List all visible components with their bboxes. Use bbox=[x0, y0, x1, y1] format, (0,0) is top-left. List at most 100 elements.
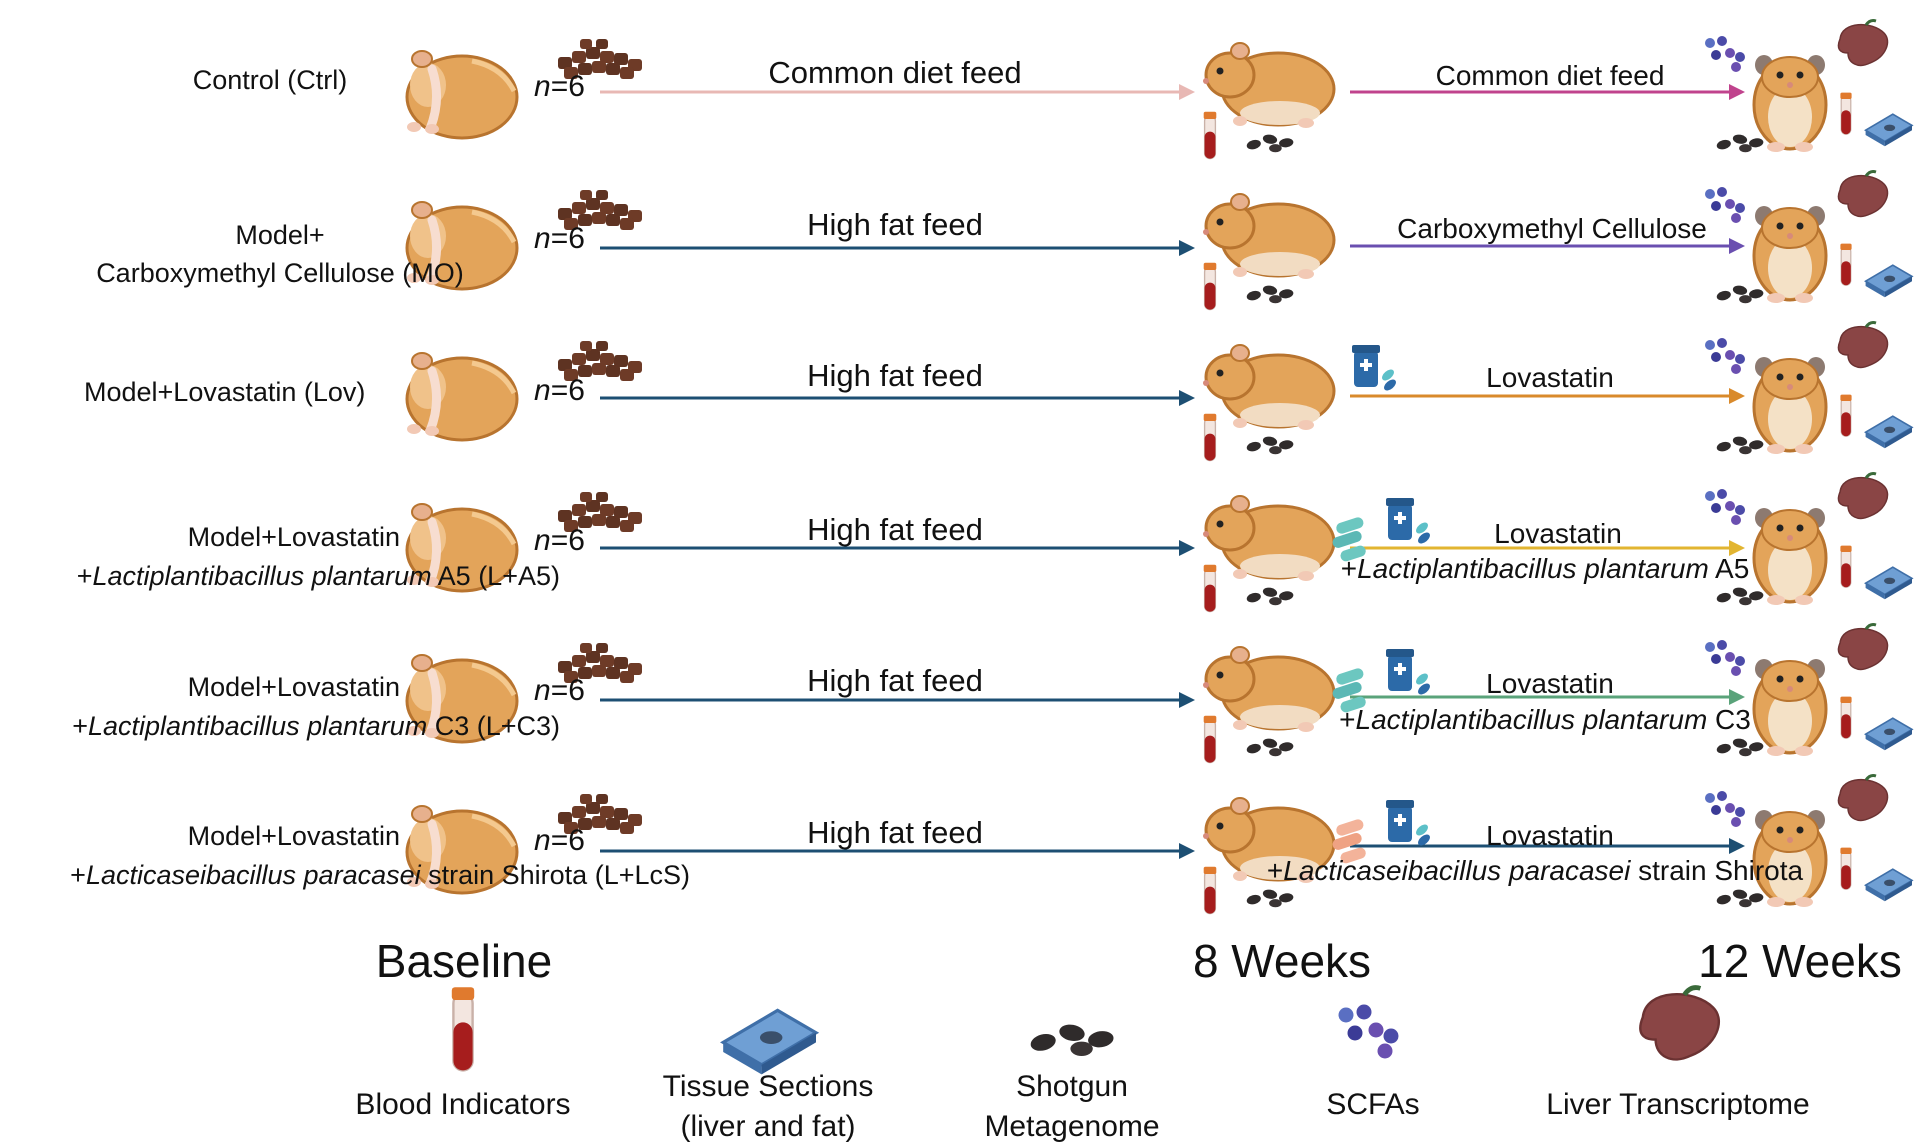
legend-label-line1: Liver Transcriptome bbox=[1546, 1088, 1810, 1121]
feed-label: High fat feed bbox=[807, 358, 983, 393]
feed-arrow bbox=[600, 390, 1195, 406]
tissue-slide-icon bbox=[1864, 566, 1913, 601]
group-label-species: Lactiplantibacillus plantarum bbox=[88, 711, 428, 741]
sample-size-value: =6 bbox=[550, 524, 585, 557]
group-label-line1: Model+Lovastatin bbox=[187, 821, 400, 851]
drug-bottle-icon bbox=[1386, 800, 1432, 848]
feces-icon bbox=[1245, 133, 1294, 153]
feed-arrow bbox=[600, 843, 1195, 859]
group-row-art bbox=[407, 774, 1913, 915]
group-label-line1: Model+ bbox=[235, 220, 325, 250]
liver-icon bbox=[1836, 170, 1890, 218]
drug-bottle-icon bbox=[1386, 649, 1432, 697]
treatment-suffix: A5 bbox=[1708, 553, 1750, 584]
scfa-dots-icon bbox=[1705, 640, 1745, 676]
blood-tube-icon bbox=[1203, 111, 1217, 160]
tissue-slide-icon bbox=[1864, 868, 1913, 903]
sample-size-label: n=6 bbox=[534, 524, 585, 558]
group-label-line1: Model+Lovastatin bbox=[187, 672, 400, 702]
timeline-baseline-label: Baseline bbox=[375, 935, 553, 987]
feed-arrow bbox=[600, 84, 1195, 100]
blood-tube-icon bbox=[1839, 695, 1853, 739]
sample-size-value: =6 bbox=[550, 222, 585, 255]
feces-icon bbox=[1028, 1022, 1115, 1056]
treatment-label: Common diet feed bbox=[1435, 60, 1665, 91]
blood-tube-icon bbox=[1203, 866, 1217, 915]
hamster-side-icon bbox=[1201, 494, 1336, 583]
group-label-plus: + bbox=[76, 561, 93, 591]
timeline-8-weeks-label: 8 Weeks bbox=[1192, 935, 1372, 987]
blood-tube-icon bbox=[1839, 91, 1853, 135]
sample-size-label: n=6 bbox=[534, 70, 585, 104]
feed-label: Common diet feed bbox=[768, 55, 1022, 90]
feces-icon bbox=[1245, 888, 1294, 908]
feces-icon bbox=[1245, 586, 1294, 606]
group-row-art bbox=[407, 19, 1913, 160]
feed-arrow bbox=[600, 540, 1195, 556]
blood-tube-icon bbox=[1839, 846, 1853, 890]
group-row-art bbox=[407, 170, 1913, 311]
group-label-suffix: A5 (L+A5) bbox=[431, 561, 560, 591]
sample-size-label: n=6 bbox=[534, 674, 585, 708]
feces-icon bbox=[1715, 888, 1764, 908]
treatment-plus: + bbox=[1266, 855, 1284, 886]
legend-label-line1: Blood Indicators bbox=[355, 1088, 571, 1121]
blood-tube-icon bbox=[1203, 715, 1217, 764]
group-label-line1: Model+Lovastatin bbox=[187, 522, 400, 552]
legend-label-line1: Tissue Sections bbox=[662, 1070, 874, 1103]
sample-size-label: n=6 bbox=[534, 374, 585, 408]
liver-icon bbox=[1836, 774, 1890, 822]
tissue-slide-icon bbox=[1864, 264, 1913, 299]
group-row-art bbox=[407, 321, 1913, 462]
legend-label-line1: SCFAs bbox=[1326, 1088, 1420, 1121]
sample-size-n: n bbox=[534, 674, 551, 707]
group-label-line1: Model+Lovastatin (Lov) bbox=[84, 377, 366, 407]
feces-icon bbox=[1715, 435, 1764, 455]
liver-icon bbox=[1836, 472, 1890, 520]
tissue-slide-icon bbox=[721, 1008, 818, 1077]
hamster-front-icon bbox=[1752, 657, 1828, 758]
feces-icon bbox=[1715, 284, 1764, 304]
group-label-species: Lactiplantibacillus plantarum bbox=[92, 561, 432, 591]
drug-bottle-icon bbox=[1352, 345, 1398, 393]
treatment-suffix: strain Shirota bbox=[1630, 855, 1804, 886]
tissue-slide-icon bbox=[1864, 415, 1913, 450]
blood-tube-icon bbox=[1203, 262, 1217, 311]
blood-tube-icon bbox=[1203, 564, 1217, 613]
treatment-label: Lovastatin bbox=[1486, 362, 1614, 393]
sample-size-label: n=6 bbox=[534, 222, 585, 256]
feed-label: High fat feed bbox=[807, 663, 983, 698]
feces-icon bbox=[1715, 586, 1764, 606]
hamster-side-icon bbox=[1201, 343, 1336, 432]
liver-icon bbox=[1836, 321, 1890, 369]
treatment-species-label: +Lactiplantibacillus plantarum A5 bbox=[1341, 553, 1750, 585]
group-label-line2: +Lacticaseibacillus paracasei strain Shi… bbox=[0, 857, 690, 894]
feces-icon bbox=[1245, 737, 1294, 757]
sample-size-value: =6 bbox=[550, 824, 585, 857]
group-label-plus: + bbox=[72, 711, 88, 741]
group-label-line1: Control (Ctrl) bbox=[192, 65, 348, 95]
feed-arrow bbox=[600, 240, 1195, 256]
hamster-side-icon bbox=[1201, 192, 1336, 281]
legend-label-line1: Shotgun bbox=[1016, 1070, 1128, 1103]
blood-tube-icon bbox=[1203, 413, 1217, 462]
treatment-arrow bbox=[1350, 84, 1745, 100]
legend-label-line2: (liver and fat) bbox=[680, 1110, 856, 1143]
group-label-line2: +Lactiplantibacillus plantarum A5 (L+A5) bbox=[0, 558, 560, 595]
treatment-arrow bbox=[1350, 388, 1745, 404]
sample-size-value: =6 bbox=[550, 374, 585, 407]
blood-tube-icon bbox=[1839, 544, 1853, 588]
feces-icon bbox=[1245, 284, 1294, 304]
sample-size-value: =6 bbox=[550, 70, 585, 103]
feed-arrow bbox=[600, 692, 1195, 708]
group-row-art bbox=[407, 472, 1913, 613]
treatment-arrow bbox=[1350, 689, 1745, 705]
scfa-dots-icon bbox=[1338, 1004, 1399, 1059]
liver-icon bbox=[1640, 988, 1719, 1060]
group-label-suffix: strain Shirota (L+LcS) bbox=[420, 860, 690, 890]
feces-icon bbox=[1715, 133, 1764, 153]
feed-label: High fat feed bbox=[807, 815, 983, 850]
feces-icon bbox=[1245, 435, 1294, 455]
